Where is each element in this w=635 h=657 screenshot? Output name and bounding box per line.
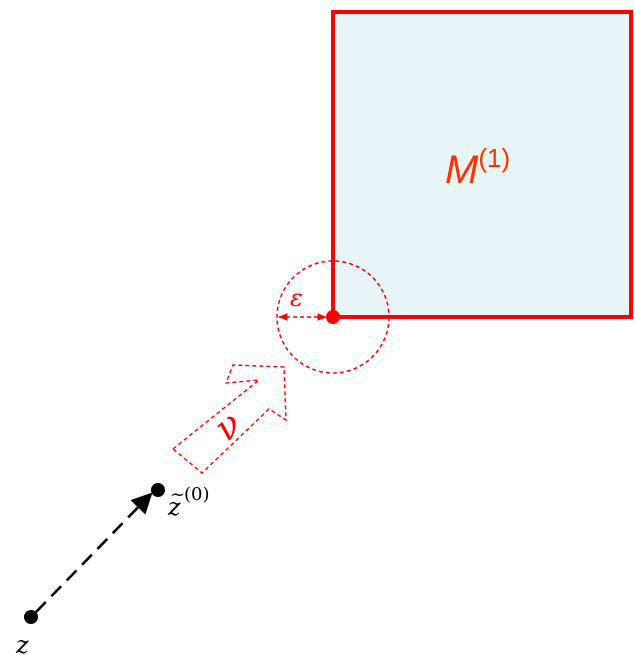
point-next-label: z [167, 493, 181, 521]
point-start-label: z [15, 631, 29, 657]
direction-arrow [171, 364, 287, 474]
region-square [331, 10, 633, 319]
region-label: M(1) [445, 143, 510, 192]
epsilon-label: ε [290, 284, 303, 312]
point-next [151, 483, 165, 497]
point-start [24, 610, 38, 624]
step-arrow [35, 492, 153, 613]
direction-label: ν [206, 404, 249, 449]
corner-point [326, 310, 340, 324]
point-next-tilde: ~ [170, 484, 185, 505]
point-next-superscript: (0) [184, 484, 210, 505]
epsilon-circle [276, 260, 390, 374]
